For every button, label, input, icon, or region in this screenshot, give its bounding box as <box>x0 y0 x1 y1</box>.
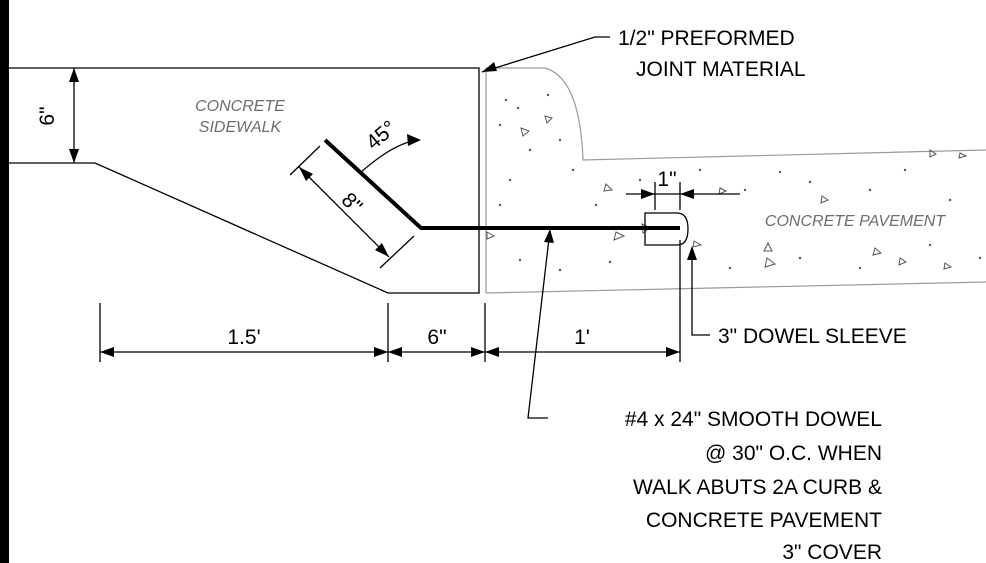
dim-dowel-embed-label: 1' <box>574 326 590 349</box>
dowel-note-line: CONCRETE PAVEMENT <box>646 509 882 532</box>
leader-dowel-sleeve <box>687 246 710 336</box>
dim-taper-label: 1.5' <box>227 326 260 349</box>
dowel-bar <box>323 138 680 230</box>
joint-label-line2: JOINT MATERIAL <box>636 58 806 81</box>
dowel-note-line: WALK ABUTS 2A CURB & <box>633 476 882 499</box>
pavement-section <box>485 67 986 294</box>
dowel-note-line: #4 x 24" SMOOTH DOWEL <box>625 408 882 431</box>
leader-joint-material <box>481 36 610 73</box>
leader-smooth-dowel <box>527 229 554 419</box>
dim-sleeve-length-label: 1" <box>657 168 676 191</box>
dimension-sidewalk-depth <box>69 68 79 163</box>
dowel-note-line: 3" COVER <box>782 541 882 563</box>
dowel-sleeve <box>644 212 689 246</box>
angle-indicator <box>359 134 421 174</box>
dimension-bend-leg <box>289 145 415 269</box>
pavement-label: CONCRETE PAVEMENT <box>765 213 946 230</box>
joint-label-line1: 1/2" PREFORMED <box>618 27 795 50</box>
aggregate-marks <box>486 93 982 272</box>
left-border-bar <box>0 0 9 563</box>
dim-bend-leg-label: 8" <box>337 188 367 218</box>
dimension-chain-bottom <box>99 240 681 362</box>
sidewalk-section <box>9 67 480 294</box>
dowel-note: #4 x 24" SMOOTH DOWEL @ 30" O.C. WHEN WA… <box>625 408 882 563</box>
sidewalk-label-line2: SIDEWALK <box>199 119 283 136</box>
sidewalk-outline <box>9 67 480 294</box>
dim-sidewalk-depth-label: 6" <box>36 106 59 125</box>
dowel-note-line: @ 30" O.C. WHEN <box>705 442 882 465</box>
dim-flat-bottom-label: 6" <box>427 326 446 349</box>
dimension-sleeve-length <box>626 182 740 210</box>
curb-top-edge <box>486 67 986 161</box>
sleeve-label: 3" DOWEL SLEEVE <box>718 325 907 348</box>
pavement-bottom-edge <box>485 281 986 294</box>
sidewalk-label-line1: CONCRETE <box>195 98 285 115</box>
angle-label: 45° <box>362 116 401 154</box>
